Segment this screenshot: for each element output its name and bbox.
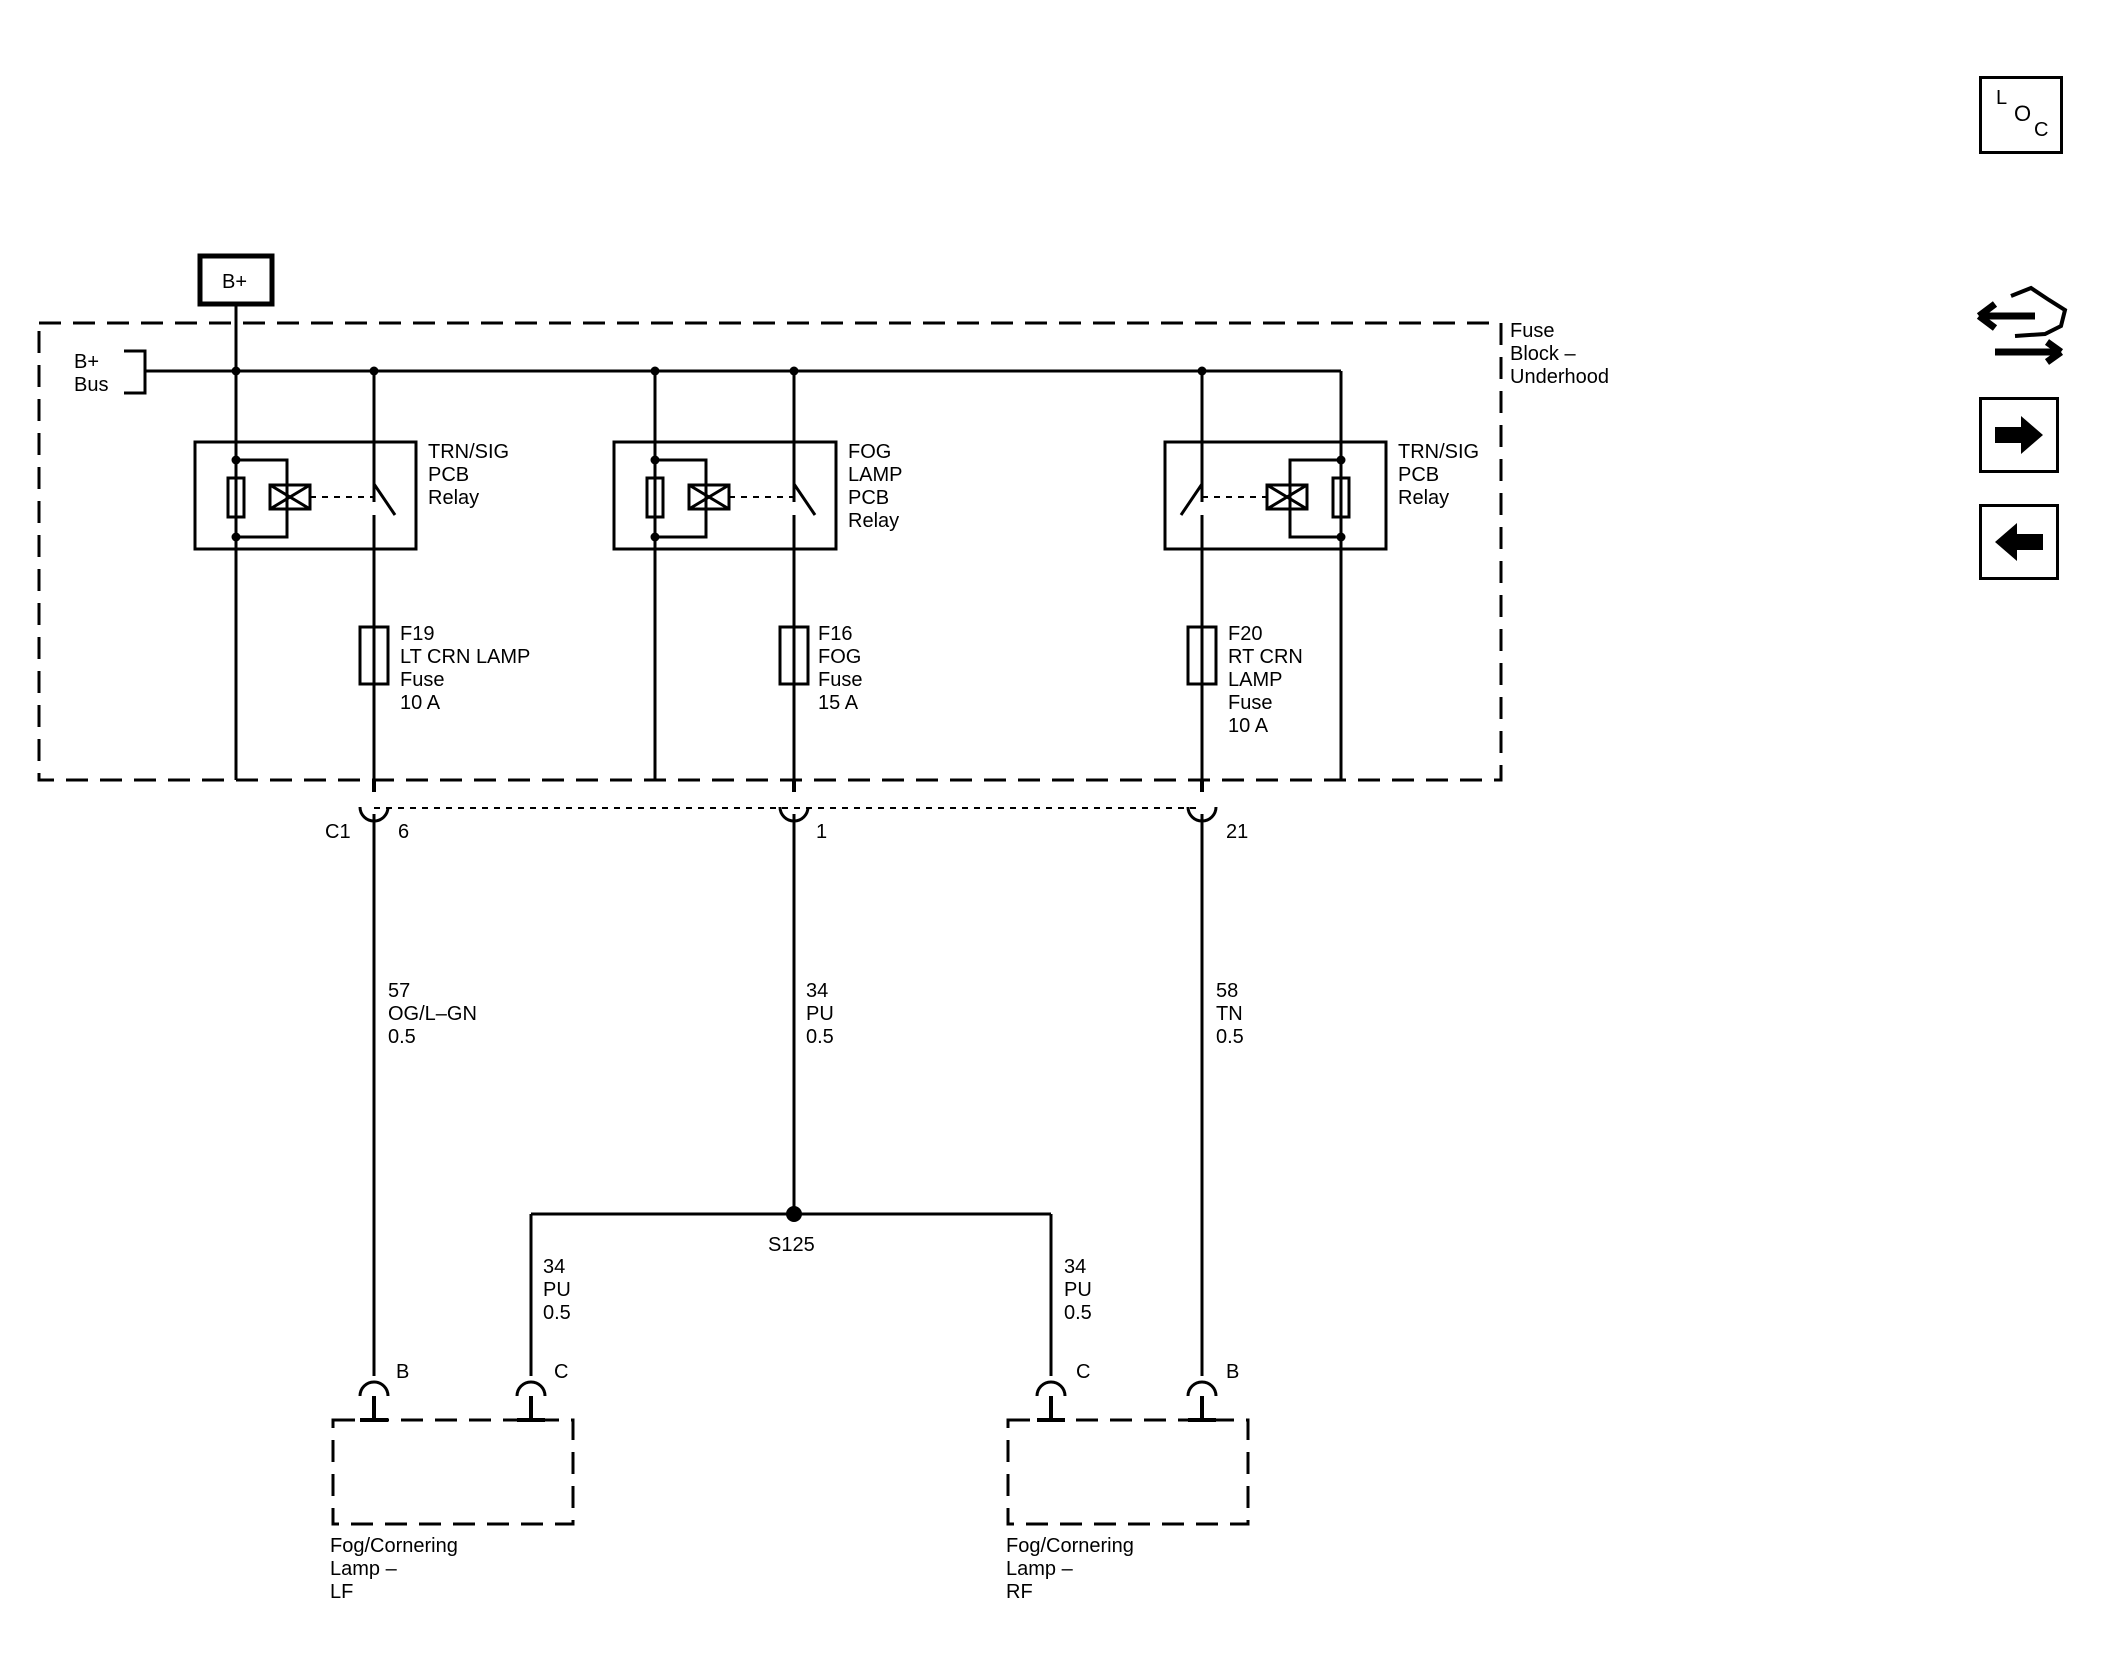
svg-text:57: 57 [388, 980, 410, 1002]
connector-c1 [358, 780, 1218, 823]
loc-letter: C [2034, 119, 2049, 141]
svg-text:Fuse: Fuse [1510, 320, 1554, 342]
bus-bracket [124, 349, 147, 395]
svg-text:0.5: 0.5 [1216, 1026, 1244, 1048]
svg-text:Relay: Relay [1398, 487, 1449, 509]
wire-34-left-label: 34 PU 0.5 [543, 1256, 571, 1324]
svg-text:PU: PU [1064, 1279, 1092, 1301]
loc-letter: L [1996, 87, 2008, 109]
svg-text:PCB: PCB [428, 464, 469, 486]
lamp-lf-label: Fog/Cornering Lamp – LF [330, 1535, 458, 1603]
connector-pin-label: 6 [398, 821, 409, 843]
svg-text:Relay: Relay [428, 487, 479, 509]
loc-letter: O [2014, 101, 2032, 126]
fuse-f19-label: F19 LT CRN LAMP Fuse 10 A [400, 623, 530, 714]
svg-text:F20: F20 [1228, 623, 1262, 645]
svg-text:TRN/SIG: TRN/SIG [428, 441, 509, 463]
fuse-f20-label: F20 RT CRN LAMP Fuse 10 A [1228, 623, 1303, 737]
svg-text:LT CRN LAMP: LT CRN LAMP [400, 646, 530, 668]
relay-center [612, 440, 838, 551]
svg-text:RF: RF [1006, 1581, 1033, 1603]
wire-57-label: 57 OG/L–GN 0.5 [388, 980, 477, 1048]
connector-c1-label: C1 [325, 821, 351, 843]
svg-text:Underhood: Underhood [1510, 366, 1609, 388]
svg-text:F19: F19 [400, 623, 434, 645]
wire-34-label: 34 PU 0.5 [806, 980, 834, 1048]
connector-view-icon[interactable] [1975, 280, 2071, 376]
svg-text:F16: F16 [818, 623, 852, 645]
svg-text:Fog/Cornering: Fog/Cornering [1006, 1535, 1134, 1557]
wire-58-label: 58 TN 0.5 [1216, 980, 1244, 1048]
svg-text:Bus: Bus [74, 374, 108, 396]
lamp-lf-pin-label: B [396, 1361, 409, 1383]
svg-text:OG/L–GN: OG/L–GN [388, 1003, 477, 1025]
svg-text:Lamp –: Lamp – [330, 1558, 398, 1580]
next-page-button[interactable] [1979, 397, 2059, 473]
arrow-right-icon [1995, 416, 2043, 454]
svg-text:FOG: FOG [848, 441, 891, 463]
svg-text:0.5: 0.5 [806, 1026, 834, 1048]
svg-text:Fuse: Fuse [818, 669, 862, 691]
svg-text:Fuse: Fuse [400, 669, 444, 691]
svg-text:B+: B+ [74, 351, 99, 373]
arrow-left-icon [1995, 523, 2043, 561]
svg-text:58: 58 [1216, 980, 1238, 1002]
svg-text:Fuse: Fuse [1228, 692, 1272, 714]
fuse-block-outline [37, 321, 1503, 782]
power-source-label: B+ [222, 271, 247, 293]
svg-text:Block –: Block – [1510, 343, 1576, 365]
connector-pin-label: 21 [1226, 821, 1248, 843]
connector-pin-label: 1 [816, 821, 827, 843]
lamp-rf [1006, 1380, 1250, 1526]
fuse-f16-label: F16 FOG Fuse 15 A [818, 623, 862, 714]
bus-junction-dots [231, 366, 1207, 376]
svg-text:34: 34 [806, 980, 828, 1002]
splice-s125-label: S125 [768, 1234, 815, 1256]
relay-left [193, 440, 418, 551]
svg-text:10 A: 10 A [1228, 715, 1269, 737]
svg-text:LAMP: LAMP [1228, 669, 1282, 691]
svg-text:0.5: 0.5 [1064, 1302, 1092, 1324]
relay-left-label: TRN/SIG PCB Relay [428, 441, 509, 509]
svg-text:PU: PU [806, 1003, 834, 1025]
splice-s125 [786, 1206, 802, 1222]
svg-text:PU: PU [543, 1279, 571, 1301]
svg-text:34: 34 [1064, 1256, 1086, 1278]
svg-text:34: 34 [543, 1256, 565, 1278]
svg-text:PCB: PCB [848, 487, 889, 509]
svg-text:15 A: 15 A [818, 692, 859, 714]
svg-text:TRN/SIG: TRN/SIG [1398, 441, 1479, 463]
svg-text:10 A: 10 A [400, 692, 441, 714]
fuse-block-label: Fuse Block – Underhood [1510, 320, 1609, 388]
svg-text:0.5: 0.5 [543, 1302, 571, 1324]
relay-right-label: TRN/SIG PCB Relay [1398, 441, 1479, 509]
relay-right [1163, 440, 1388, 551]
bus-label: B+ Bus [74, 351, 108, 396]
svg-text:RT CRN: RT CRN [1228, 646, 1303, 668]
previous-page-button[interactable] [1979, 504, 2059, 580]
svg-text:TN: TN [1216, 1003, 1243, 1025]
svg-text:0.5: 0.5 [388, 1026, 416, 1048]
svg-text:Relay: Relay [848, 510, 899, 532]
lamp-lf-pin-label: C [554, 1361, 568, 1383]
svg-text:LAMP: LAMP [848, 464, 902, 486]
svg-text:PCB: PCB [1398, 464, 1439, 486]
fuse-f20 [1186, 625, 1218, 686]
wire-34-right-label: 34 PU 0.5 [1064, 1256, 1092, 1324]
svg-text:Lamp –: Lamp – [1006, 1558, 1074, 1580]
relay-center-label: FOG LAMP PCB Relay [848, 441, 902, 532]
location-view-button[interactable]: L O C [1979, 76, 2063, 154]
lamp-rf-pin-label: C [1076, 1361, 1090, 1383]
fuse-f16 [778, 625, 810, 686]
lamp-rf-pin-label: B [1226, 1361, 1239, 1383]
svg-text:LF: LF [330, 1581, 353, 1603]
fuse-f19 [358, 625, 390, 686]
lamp-lf [331, 1380, 575, 1526]
svg-text:Fog/Cornering: Fog/Cornering [330, 1535, 458, 1557]
lamp-rf-label: Fog/Cornering Lamp – RF [1006, 1535, 1134, 1603]
svg-text:FOG: FOG [818, 646, 861, 668]
